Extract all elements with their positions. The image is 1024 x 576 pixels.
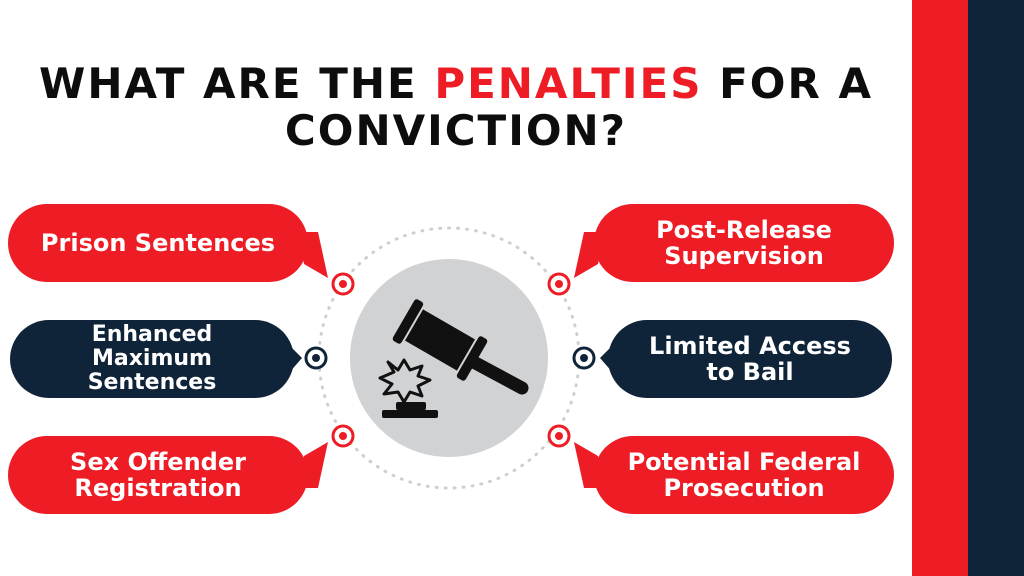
penalty-label: Prison Sentences	[40, 229, 276, 257]
title-end: FOR A CONVICTION?	[284, 59, 873, 155]
target-marker-enhanced	[304, 346, 328, 370]
penalty-label: Enhanced Maximum Sentences	[87, 322, 217, 395]
penalty-bubble-post-release: Post-Release Supervision	[594, 204, 894, 282]
gavel-icon	[378, 299, 529, 418]
target-marker-bail	[572, 346, 596, 370]
penalty-bubble-prison: Prison Sentences	[8, 204, 308, 282]
target-marker-federal	[547, 424, 571, 448]
title-highlight: PENALTIES	[434, 59, 703, 108]
target-marker-post-release	[547, 272, 571, 296]
penalty-label: Post-Release Supervision	[656, 216, 832, 270]
page-title: WHAT ARE THE PENALTIES FOR A CONVICTION?	[0, 60, 912, 154]
decorative-navy-stripe	[968, 0, 1024, 576]
target-marker-prison	[331, 272, 355, 296]
penalty-label: Potential Federal Prosecution	[627, 448, 861, 502]
penalty-bubble-registration: Sex Offender Registration	[8, 436, 308, 514]
title-start: WHAT ARE THE	[39, 59, 435, 108]
decorative-red-stripe	[912, 0, 968, 576]
target-marker-registration	[331, 424, 355, 448]
penalty-label: Limited Access to Bail	[649, 332, 851, 386]
penalty-label: Sex Offender Registration	[70, 448, 246, 502]
penalty-bubble-federal: Potential Federal Prosecution	[594, 436, 894, 514]
penalty-bubble-bail: Limited Access to Bail	[608, 320, 892, 398]
penalty-bubble-enhanced: Enhanced Maximum Sentences	[10, 320, 294, 398]
